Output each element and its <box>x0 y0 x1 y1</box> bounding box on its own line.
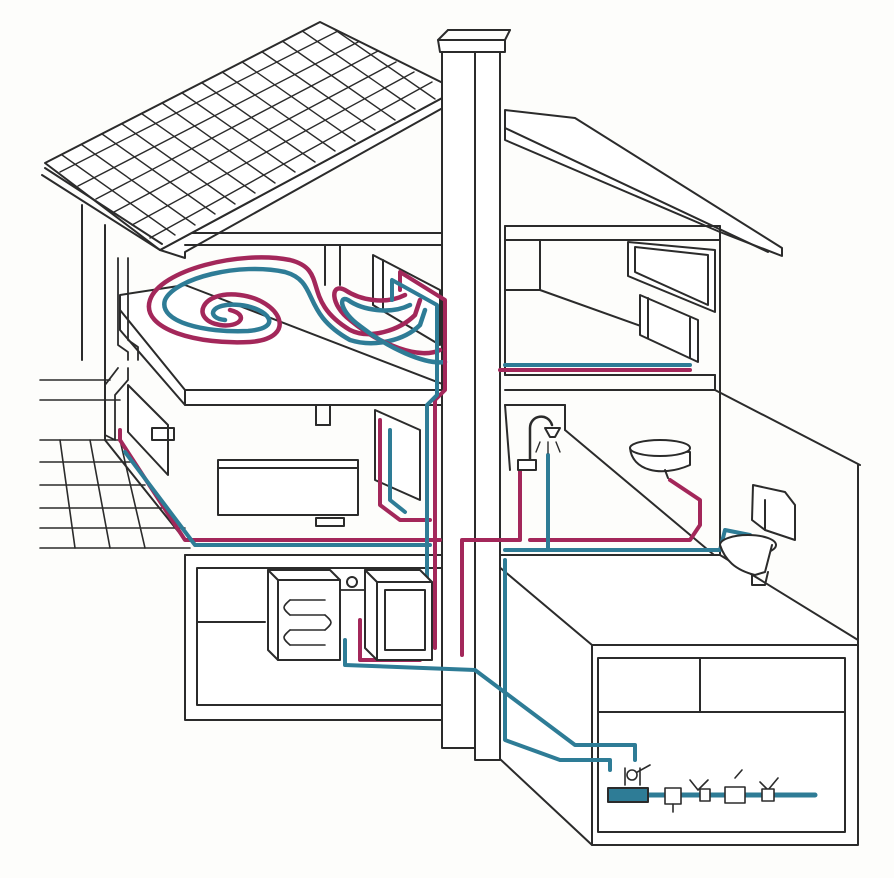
toilet-icon <box>719 484 796 586</box>
roof-tiles <box>54 22 436 239</box>
water-supply-manifold <box>607 764 818 813</box>
radiator-ground-right <box>374 409 421 501</box>
washbasin-icon <box>629 439 691 479</box>
valve-icon <box>689 779 711 802</box>
radiator-upper-right <box>639 294 699 363</box>
right-upper-room <box>504 239 861 561</box>
boiler-unit <box>267 569 341 661</box>
valve-icon <box>759 777 779 802</box>
shower-head-icon <box>517 415 561 471</box>
cold-pipes <box>123 278 752 772</box>
right-roof <box>504 109 783 257</box>
valve-icon <box>624 764 651 786</box>
main-roof <box>41 21 458 441</box>
water-heater-unit <box>339 569 433 661</box>
ground-paving <box>39 379 191 549</box>
radiator-ground-center <box>217 459 359 527</box>
right-lower-structure <box>484 404 859 846</box>
underfloor-heating-loops <box>146 255 448 365</box>
filter-icon <box>664 787 682 813</box>
radiator-ground-left <box>127 384 175 476</box>
water-meter-icon <box>724 769 746 804</box>
chimney <box>437 29 511 761</box>
hot-pipes <box>118 270 702 662</box>
